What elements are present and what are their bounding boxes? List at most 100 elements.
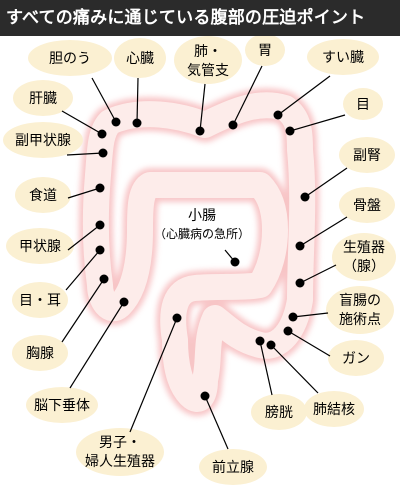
- leader-lines: [61, 65, 348, 450]
- line-thyroid: [67, 224, 101, 251]
- bubble-reproductive: [332, 233, 396, 281]
- line-gallbladder: [91, 77, 117, 123]
- label-pancreas: すい臓: [322, 50, 364, 66]
- page-title: すべての痛みに通じている腹部の圧迫ポイント: [6, 8, 366, 28]
- label-eye: 目: [356, 97, 370, 113]
- label-cancer: ガン: [342, 351, 370, 367]
- line-reproductive: [299, 264, 337, 284]
- label-small-intestine-note: （心臓病の急所）: [154, 226, 250, 241]
- label-breast: 胸腺: [26, 346, 54, 362]
- bubble-cancer: [328, 340, 384, 376]
- line-liver: [61, 110, 103, 135]
- bubble-thyroid: [6, 228, 74, 264]
- bubble-genital: [76, 428, 164, 476]
- bubble-stomach: [245, 36, 285, 66]
- line-lung: [199, 83, 206, 132]
- point-pelvis: [295, 241, 305, 251]
- bubble-pancreas: [307, 39, 379, 75]
- labels: 胆のう 心臓 肺・ 気管支 胃 すい臓 肝臓 目 副甲状腺 副腎 食道 骨盤 甲…: [15, 43, 385, 476]
- label-pelvis: 骨盤: [353, 198, 381, 214]
- bubble-liver: [13, 80, 73, 116]
- label-genital-2: 婦人生殖器: [85, 453, 155, 470]
- line-cancer: [287, 330, 331, 357]
- line-genital: [129, 317, 178, 433]
- point-gallbladder: [111, 117, 121, 127]
- line-eye-ear: [65, 249, 101, 291]
- intestine-shape: [78, 88, 320, 416]
- bubble-parathyroid: [3, 122, 83, 158]
- label-tuberculosis: 肺結核: [313, 402, 355, 418]
- line-pituitary: [69, 301, 125, 389]
- bubble-bladder: [251, 394, 307, 430]
- point-liver: [97, 129, 107, 139]
- bubble-breast: [12, 335, 68, 371]
- bubble-lung: [174, 36, 242, 84]
- label-stomach: 胃: [258, 43, 272, 59]
- label-bubbles: [3, 36, 396, 485]
- label-esophagus: 食道: [29, 187, 57, 204]
- point-adrenal: [300, 192, 310, 202]
- label-small-intestine: 小腸: [188, 208, 216, 224]
- line-heart: [136, 77, 139, 124]
- point-prostate: [200, 391, 210, 401]
- label-genital-1: 男子・: [99, 435, 141, 451]
- bubble-eye: [343, 88, 383, 120]
- line-bladder: [259, 340, 273, 396]
- line-adrenal: [304, 167, 348, 198]
- line-breast: [61, 278, 105, 343]
- line-appendix: [292, 312, 329, 318]
- line-esophagus: [67, 187, 101, 199]
- point-small-intestine: [230, 257, 240, 267]
- label-appendix-1: 盲腸の: [339, 292, 381, 309]
- bubble-eye-ear: [12, 282, 68, 318]
- line-prostate: [204, 395, 229, 450]
- point-eye: [285, 126, 295, 136]
- point-pancreas: [273, 110, 283, 120]
- label-appendix-2: 施術点: [339, 312, 381, 328]
- bubble-gallbladder: [28, 40, 112, 76]
- line-pancreas: [277, 75, 331, 116]
- point-eye-ear: [95, 245, 105, 255]
- intestine-diagram: 胆のう 心臓 肺・ 気管支 胃 すい臓 肝臓 目 副甲状腺 副腎 食道 骨盤 甲…: [3, 36, 396, 485]
- point-heart: [132, 118, 142, 128]
- point-reproductive: [295, 278, 305, 288]
- label-lung-1: 肺・: [194, 44, 222, 60]
- label-prostate: 前立腺: [212, 459, 254, 476]
- pressure-points: [95, 110, 310, 401]
- line-parathyroid: [66, 152, 104, 156]
- label-heart: 心臓: [126, 51, 154, 67]
- label-pituitary: 脳下垂体: [34, 398, 90, 414]
- title-bar: すべての痛みに通じている腹部の圧迫ポイント: [0, 0, 400, 36]
- label-adrenal: 副腎: [353, 148, 381, 164]
- line-stomach: [232, 65, 263, 126]
- point-pituitary: [119, 297, 129, 307]
- point-appendix: [288, 312, 298, 322]
- point-parathyroid: [98, 148, 108, 158]
- label-thyroid: 甲状腺: [19, 239, 61, 255]
- label-bladder: 膀胱: [265, 404, 293, 421]
- point-stomach: [228, 120, 238, 130]
- label-parathyroid: 副甲状腺: [15, 133, 71, 149]
- point-esophagus: [95, 183, 105, 193]
- point-breast: [99, 274, 109, 284]
- label-lung-2: 気管支: [187, 63, 229, 79]
- bubble-heart: [114, 38, 166, 78]
- bubble-prostate: [199, 449, 267, 485]
- point-cancer: [283, 326, 293, 336]
- bubble-pelvis: [339, 187, 395, 223]
- label-reproductive-1: 生殖器: [343, 239, 385, 256]
- label-eye-ear: 目・耳: [19, 293, 61, 309]
- point-tuberculosis: [266, 340, 276, 350]
- bubble-tuberculosis: [304, 391, 364, 427]
- bubble-adrenal: [339, 137, 395, 173]
- label-reproductive-2: （腺）: [343, 259, 385, 275]
- point-thyroid: [95, 220, 105, 230]
- point-genital: [172, 313, 182, 323]
- intestine-body: [82, 92, 316, 412]
- label-gallbladder: 胆のう: [49, 51, 91, 67]
- line-pelvis: [299, 216, 348, 247]
- line-tuberculosis: [270, 344, 319, 394]
- label-liver: 肝臓: [29, 91, 57, 107]
- bubble-pituitary: [26, 387, 98, 423]
